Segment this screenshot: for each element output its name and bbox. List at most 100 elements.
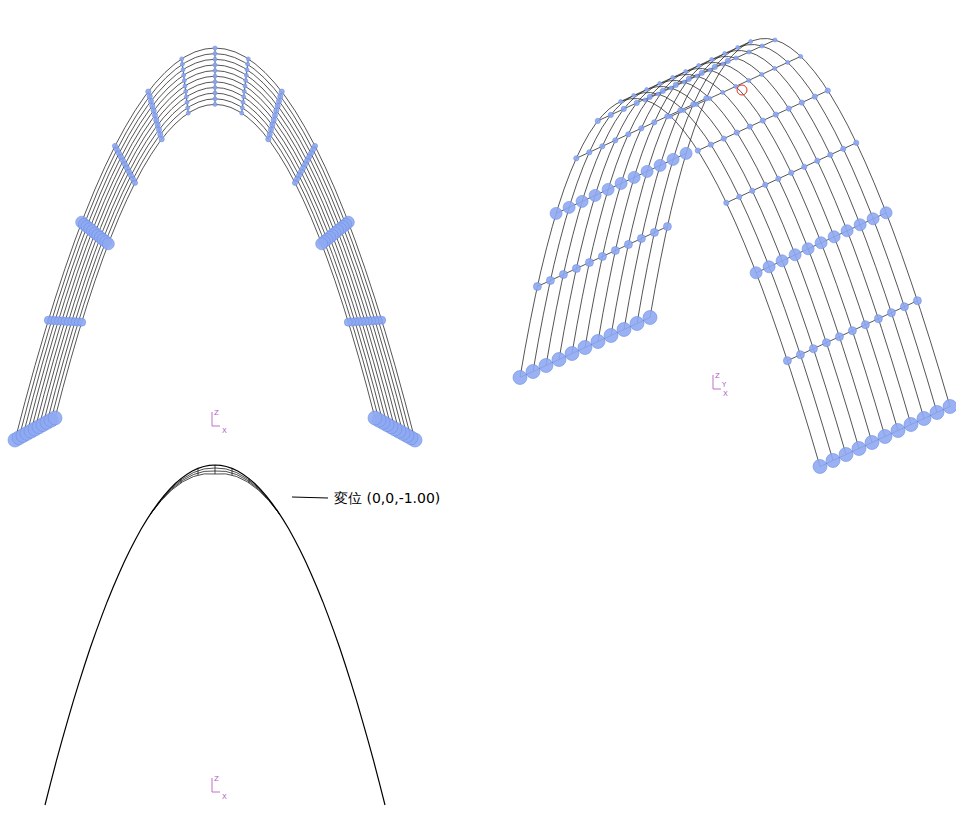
front-view-node-marker: [147, 94, 152, 99]
front-view-node-marker: [151, 108, 156, 113]
front-view-node-marker: [154, 118, 159, 123]
axis-letter: X: [222, 428, 227, 435]
oblique-view-node-marker: [848, 327, 856, 335]
oblique-view-node-marker: [539, 359, 553, 373]
front-view-node-marker: [213, 46, 217, 50]
axis-letter: Z: [715, 373, 720, 380]
axis-letter: Z: [214, 776, 219, 783]
oblique-view-node-marker: [796, 351, 804, 359]
oblique-view-node-marker: [658, 82, 662, 86]
oblique-view-node-marker: [813, 460, 827, 474]
oblique-view-node-marker: [663, 223, 671, 231]
oblique-view-node-marker: [734, 130, 739, 135]
oblique-view-node-marker: [637, 235, 645, 243]
front-view-node-marker: [78, 318, 86, 326]
oblique-view-node-marker: [776, 176, 781, 181]
oblique-view-wireframe: [520, 39, 950, 467]
oblique-view-node-marker: [900, 303, 908, 311]
oblique-view-node-marker: [760, 72, 764, 76]
oblique-view-node-marker: [572, 265, 580, 273]
oblique-view-node-marker: [576, 195, 588, 207]
oblique-view-node-marker: [725, 58, 730, 63]
front-view-node-marker: [292, 180, 297, 185]
front-view-node-marker: [182, 79, 186, 83]
oblique-view-node-marker: [559, 271, 567, 279]
oblique-view-node-marker: [825, 88, 830, 93]
oblique-view-node-marker: [595, 118, 600, 123]
oblique-view-node-marker: [619, 100, 623, 104]
oblique-view-node-marker: [678, 108, 683, 113]
displacement-label: 変位 (0,0,-1.00): [332, 490, 442, 507]
oblique-view-node-marker: [645, 88, 649, 92]
oblique-view-node-marker: [695, 148, 700, 153]
oblique-view-node-marker: [587, 150, 592, 155]
oblique-view-node-marker: [643, 98, 647, 102]
oblique-view-node-marker: [680, 147, 692, 159]
front-view-node-marker: [270, 122, 275, 127]
oblique-view-node-marker: [760, 118, 765, 123]
arch-profile: [45, 465, 385, 805]
front-view-node-marker: [159, 137, 164, 142]
oblique-view-node-marker: [630, 317, 644, 331]
oblique-view-node-marker: [513, 371, 527, 385]
front-view-node-marker: [152, 113, 157, 118]
oblique-view-node-marker: [913, 297, 921, 305]
oblique-view-node-marker: [639, 126, 644, 131]
front-view-node-marker: [182, 73, 186, 77]
front-view-node-marker: [268, 127, 273, 132]
front-view-node-marker: [279, 89, 284, 94]
front-view-node-marker: [244, 79, 248, 83]
front-view-node-marker: [271, 118, 276, 123]
oblique-view-node-marker: [763, 182, 768, 187]
front-view-node-marker: [213, 91, 217, 95]
front-view-node-marker: [267, 132, 272, 137]
oblique-view-node-marker: [621, 106, 626, 111]
oblique-view-node-marker: [591, 335, 605, 349]
oblique-view-node-marker: [565, 347, 579, 361]
oblique-view-node-marker: [802, 243, 814, 255]
oblique-view-node-marker: [602, 183, 614, 195]
front-view-node-marker: [132, 180, 137, 185]
oblique-view-node-marker: [943, 400, 956, 414]
oblique-view-node-marker: [656, 92, 660, 96]
front-view-node-marker: [244, 73, 248, 77]
oblique-view-node-marker: [812, 94, 817, 99]
oblique-view-node-marker: [887, 309, 895, 317]
front-view-node-marker: [213, 57, 217, 61]
oblique-view-node-marker: [835, 333, 843, 341]
oblique-view-node-marker: [686, 76, 691, 81]
oblique-view-node-marker: [600, 144, 605, 149]
oblique-view-node-marker: [799, 54, 803, 58]
oblique-view-node-marker: [930, 406, 944, 420]
front-view-node-marker: [242, 95, 246, 99]
oblique-view-node-marker: [617, 323, 631, 337]
oblique-view-node-marker: [660, 88, 665, 93]
front-view-node-marker: [184, 89, 188, 93]
oblique-view-node-marker: [650, 229, 658, 237]
front-view-node-marker: [240, 111, 244, 115]
oblique-view-node-marker: [776, 255, 788, 267]
front-view-node-marker: [213, 69, 217, 73]
oblique-view-node-marker: [773, 66, 777, 70]
front-view-node-marker: [243, 84, 247, 88]
oblique-view-node-marker: [526, 365, 540, 379]
front-view-node-marker: [213, 74, 217, 78]
oblique-view-node-marker: [773, 112, 778, 117]
oblique-view-node-marker: [699, 70, 704, 75]
front-view-node-marker: [275, 103, 280, 108]
oblique-view-node-marker: [585, 259, 593, 267]
oblique-view-node-marker: [667, 153, 679, 165]
oblique-view-node-marker: [747, 78, 751, 82]
front-view-node-marker: [274, 108, 279, 113]
oblique-view-node-marker: [533, 283, 541, 291]
oblique-view-node-marker: [724, 200, 729, 205]
oblique-view-node-marker: [826, 454, 840, 468]
oblique-view-node-marker: [673, 82, 678, 87]
oblique-view-node-marker: [783, 357, 791, 365]
front-view-node-marker: [344, 318, 352, 326]
front-view-node-marker: [278, 94, 283, 99]
front-view-node-marker: [102, 238, 114, 250]
oblique-view-node-marker: [852, 442, 866, 456]
oblique-view-node-marker: [578, 341, 592, 355]
oblique-view-node-marker: [828, 152, 833, 157]
